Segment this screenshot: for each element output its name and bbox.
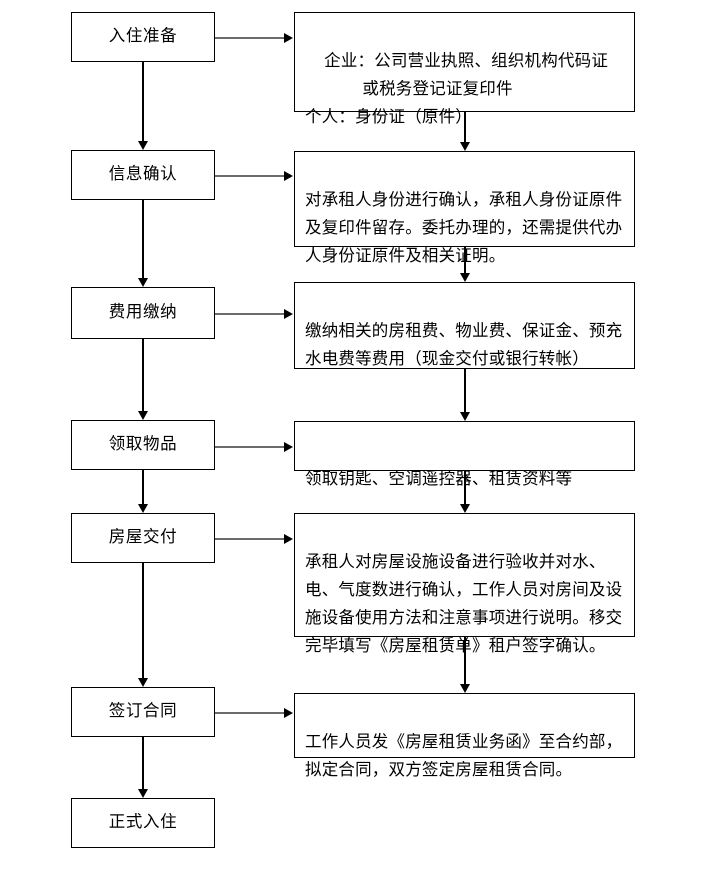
stage-label-3: 费用缴纳 <box>108 303 178 322</box>
stage-label-2: 信息确认 <box>108 165 178 184</box>
arrowhead-stage-5 <box>138 504 148 513</box>
connector-stage-1-to-2 <box>142 62 144 141</box>
connector-detail-2-to-3 <box>464 247 466 273</box>
connector-stage-3-to-4 <box>142 339 144 411</box>
detail-text-3: 缴纳相关的房租费、物业费、保证金、预充水电费等费用（现金交付或银行转帐） <box>305 322 623 368</box>
stage-box-2[interactable]: 信息确认 <box>71 150 215 200</box>
arrowhead-detail-4 <box>284 442 293 452</box>
arrowhead-stage-3 <box>138 278 148 287</box>
arrowhead-stage-2 <box>138 141 148 150</box>
arrowhead-detail-2 <box>284 171 293 181</box>
stage-label-4: 领取物品 <box>108 435 178 454</box>
detail-box-6[interactable]: 工作人员发《房屋租赁业务函》至合约部，拟定合同，双方签定房屋租赁合同。 <box>294 693 635 779</box>
connector-stage-3-to-detail-3 <box>215 313 285 315</box>
connector-stage-2-to-3 <box>142 200 144 278</box>
arrowhead-stage-4 <box>138 411 148 420</box>
arrowhead-stage-7 <box>138 789 148 798</box>
arrowhead-detail-3 <box>284 309 293 319</box>
arrowhead-detail-6 <box>284 708 293 718</box>
detail-text-2: 对承租人身份进行确认，承租人身份证原件及复印件留存。委托办理的，还需提供代办人身… <box>305 191 623 265</box>
connector-stage-6-to-7 <box>142 737 144 789</box>
stage-box-4[interactable]: 领取物品 <box>71 420 215 470</box>
detail-box-2[interactable]: 对承租人身份进行确认，承租人身份证原件及复印件留存。委托办理的，还需提供代办人身… <box>294 151 635 265</box>
connector-stage-4-to-detail-4 <box>215 446 285 448</box>
stage-label-5: 房屋交付 <box>108 528 178 547</box>
connector-stage-5-to-6 <box>142 563 144 678</box>
connector-stage-1-to-detail-1 <box>215 37 285 39</box>
stage-box-3[interactable]: 费用缴纳 <box>71 287 215 339</box>
stage-box-5[interactable]: 房屋交付 <box>71 513 215 563</box>
stage-box-1[interactable]: 入住准备 <box>71 12 215 62</box>
stage-box-6[interactable]: 签订合同 <box>71 687 215 737</box>
detail-box-4[interactable]: 领取钥匙、空调遥控器、租赁资料等 <box>294 421 635 488</box>
connector-stage-2-to-detail-2 <box>215 175 285 177</box>
stage-label-1: 入住准备 <box>108 27 178 46</box>
connector-stage-6-to-detail-6 <box>215 712 285 714</box>
detail-box-1[interactable]: 企业：公司营业执照、组织机构代码证 或税务登记证复印件 个人：身份证（原件） <box>294 12 635 126</box>
arrowhead-detail-1 <box>284 33 293 43</box>
connector-detail-3-to-4 <box>464 369 466 412</box>
stage-label-6: 签订合同 <box>108 702 178 721</box>
arrowhead-stage-6 <box>138 678 148 687</box>
detail-box-5[interactable]: 承租人对房屋设施设备进行验收并对水、电、气度数进行确认，工作人员对房间及设施设备… <box>294 513 635 655</box>
connector-stage-5-to-detail-5 <box>215 538 285 540</box>
detail-text-6: 工作人员发《房屋租赁业务函》至合约部，拟定合同，双方签定房屋租赁合同。 <box>305 733 623 779</box>
connector-detail-4-to-5 <box>464 471 466 504</box>
arrowhead-detail-5 <box>284 534 293 544</box>
connector-stage-4-to-5 <box>142 470 144 504</box>
arrowhead-detail-box-4 <box>460 412 470 421</box>
detail-text-4: 领取钥匙、空调遥控器、租赁资料等 <box>305 470 573 488</box>
connector-detail-1-to-2 <box>464 112 466 142</box>
stage-box-7[interactable]: 正式入住 <box>71 798 215 848</box>
stage-label-7: 正式入住 <box>108 813 178 832</box>
arrowhead-detail-box-6 <box>460 684 470 693</box>
detail-text-1: 企业：公司营业执照、组织机构代码证 或税务登记证复印件 个人：身份证（原件） <box>305 52 609 126</box>
detail-text-5: 承租人对房屋设施设备进行验收并对水、电、气度数进行确认，工作人员对房间及设施设备… <box>305 553 623 655</box>
arrowhead-detail-box-3 <box>460 273 470 282</box>
arrowhead-detail-box-2 <box>460 142 470 151</box>
detail-box-3[interactable]: 缴纳相关的房租费、物业费、保证金、预充水电费等费用（现金交付或银行转帐） <box>294 282 635 369</box>
arrowhead-detail-box-5 <box>460 504 470 513</box>
connector-detail-5-to-6 <box>464 637 466 684</box>
